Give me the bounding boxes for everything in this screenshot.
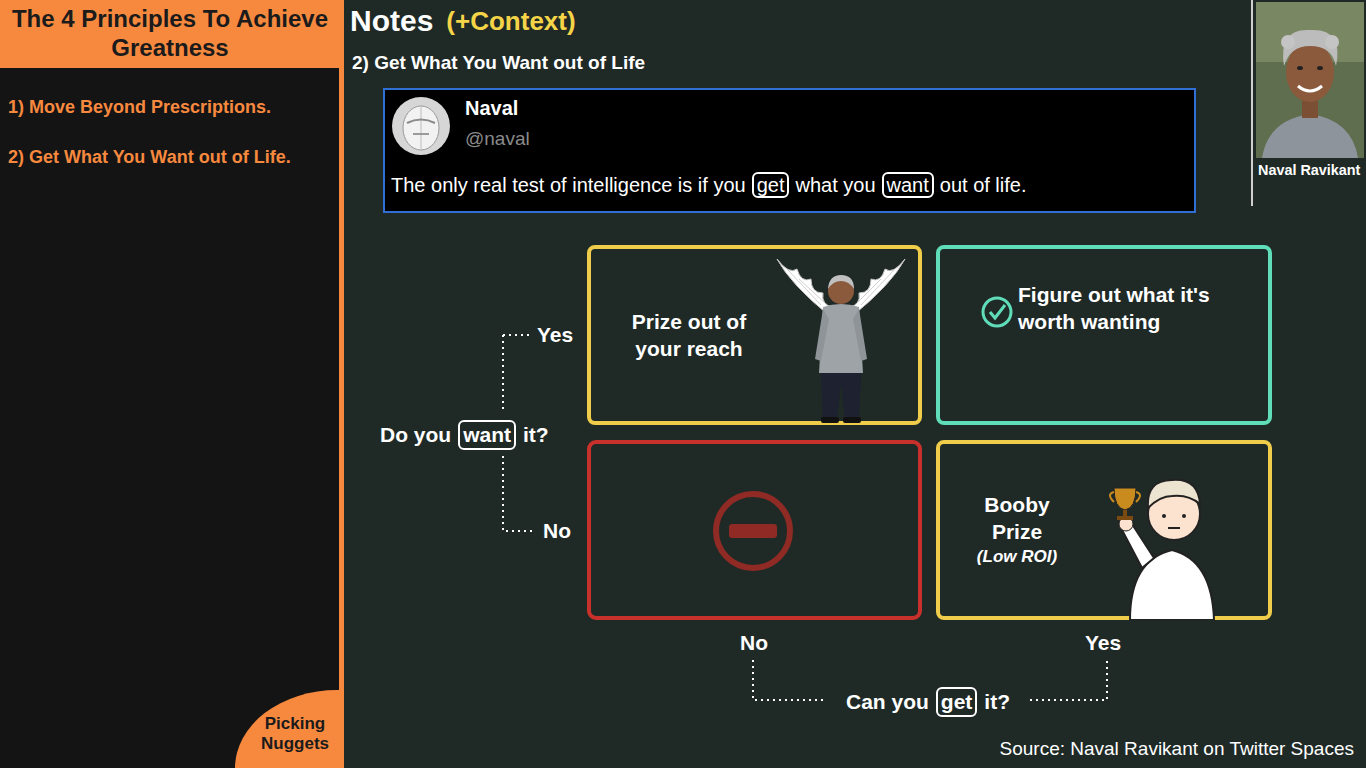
principle-item: 1) Move Beyond Prescriptions.: [8, 94, 333, 120]
axis-label: Can you: [846, 689, 929, 715]
axis-brackets: [503, 335, 1107, 700]
node-text: (Low ROI): [957, 545, 1077, 569]
check-illustration: [980, 295, 1014, 329]
axis-value: No: [543, 518, 571, 544]
photo-illustration: [1256, 2, 1364, 158]
minus-bar: [729, 524, 777, 538]
angel-illustration: [771, 255, 911, 425]
node-text: out of life.: [940, 172, 1027, 198]
section-tag: (+Context): [446, 6, 575, 37]
tweet-card: Naval @navalThe only real test of intelli…: [383, 88, 1196, 213]
author-handle: @naval: [465, 128, 1188, 150]
section-title: Notes: [350, 4, 433, 38]
node-text: Picking Nuggets: [253, 714, 337, 755]
photo-caption: Naval Ravikant: [1256, 2, 1362, 179]
axis-label: it?: [523, 422, 549, 448]
get-bracket: [753, 660, 1107, 700]
brand-badge: Picking Nuggets: [235, 690, 340, 768]
axis-value: No: [740, 630, 768, 656]
axis-value: Yes: [537, 322, 573, 348]
divider: [339, 0, 344, 768]
node-text: Prize out of your reach: [609, 308, 769, 363]
node-text: The 4 Principles To Achieve Greatness: [5, 5, 335, 63]
label-row: Notes (+Context): [350, 4, 576, 38]
highlight-word: get: [752, 172, 790, 198]
avatar-illustration: [391, 96, 451, 156]
photo-rule: [1251, 0, 1253, 206]
side-panel: [0, 0, 340, 768]
axis-label: it?: [984, 689, 1010, 715]
principle-item: 2) Get What You Want out of Life.: [8, 144, 308, 170]
node-text: what you: [795, 172, 875, 198]
header-box: The 4 Principles To Achieve Greatness: [0, 0, 340, 68]
highlight-word: want: [882, 172, 934, 198]
node-text: Booby Prize: [957, 491, 1077, 546]
section-subtitle: 2) Get What You Want out of Life: [352, 52, 645, 74]
tw-row: The only real test of intelligence is if…: [391, 172, 1188, 198]
red-quadrant: [589, 442, 920, 618]
axis-label: Do you: [380, 422, 451, 448]
cartoon-illustration: [1100, 450, 1250, 620]
label-row: Do you want it?: [380, 420, 549, 450]
node-text: The only real test of intelligence is if…: [391, 172, 746, 198]
minus-icon: [716, 494, 790, 568]
author-name: Naval: [465, 96, 1188, 120]
quadrant-box: Booby Prize(Low ROI): [936, 440, 1272, 620]
portrait: Naval Ravikant: [1256, 2, 1364, 208]
node-text: Figure out what it's worth wanting: [1018, 281, 1240, 336]
tw-head: Naval @naval: [391, 94, 1188, 150]
quadrant-box: Prize out of your reach: [587, 245, 922, 425]
highlight-word: want: [458, 420, 516, 450]
quadrant-box: Figure out what it's worth wanting: [936, 245, 1272, 425]
axis-value: Yes: [1085, 630, 1121, 656]
label-row: Can you getit?: [846, 687, 1010, 717]
highlight-word: get: [936, 687, 978, 717]
source-note: Source: Naval Ravikant on Twitter Spaces: [996, 736, 1359, 762]
